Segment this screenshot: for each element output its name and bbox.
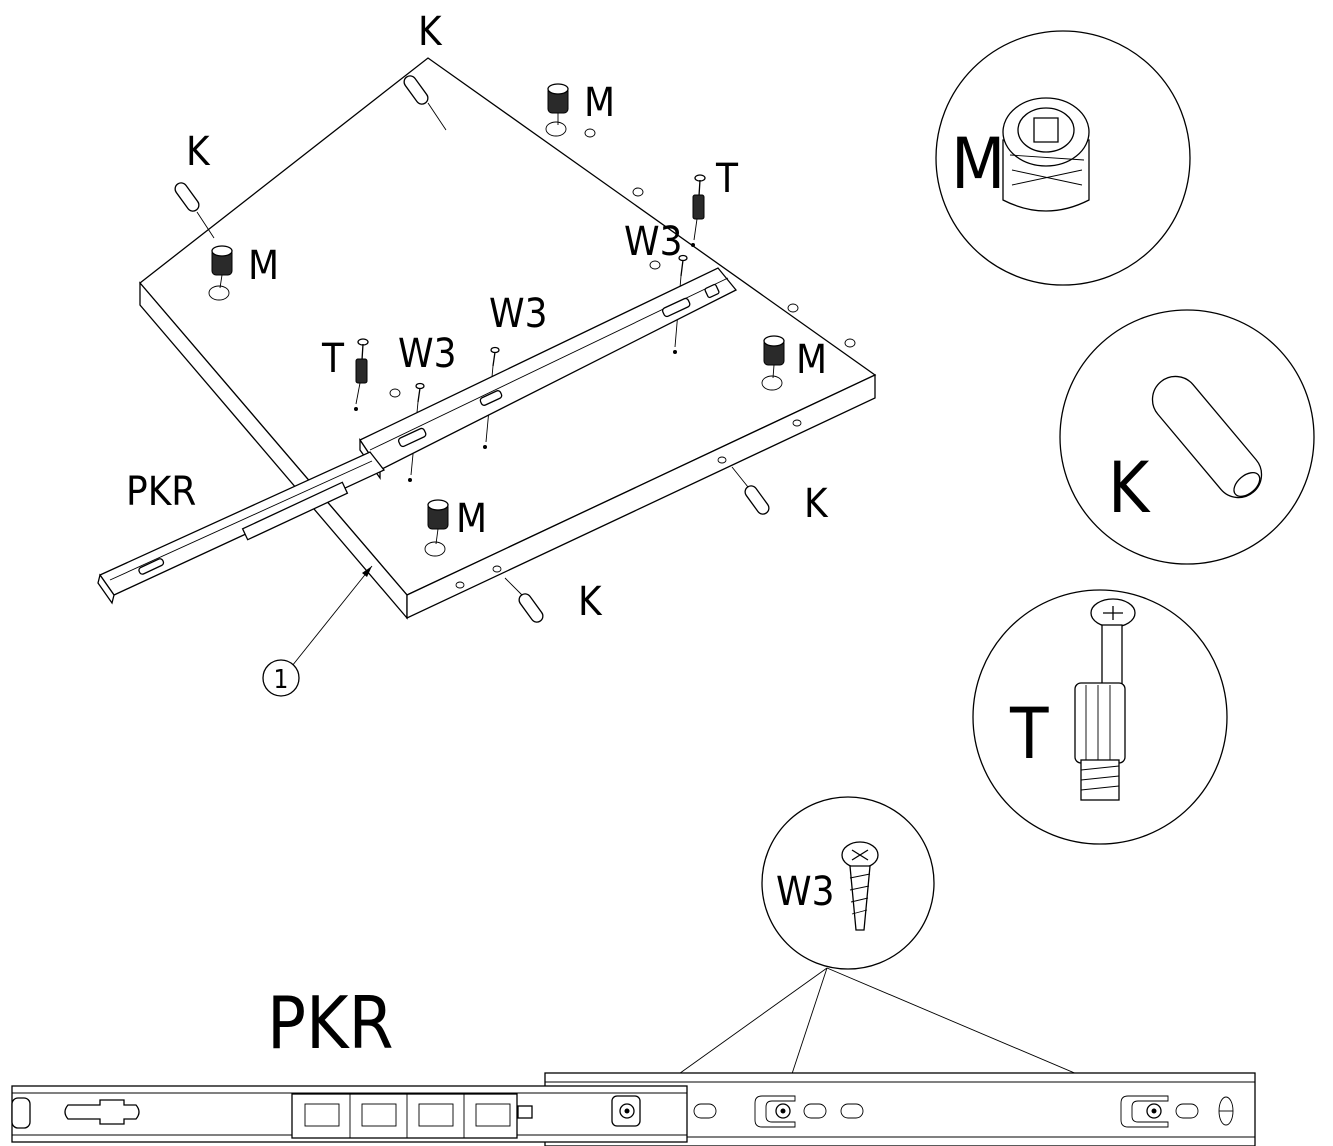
label-w3-left: W3 (398, 331, 456, 377)
drawer-runner-iso (97, 267, 738, 605)
label-t-left: T (321, 336, 345, 382)
cam-lock-m-bottom (427, 499, 449, 545)
cam-bolt-detail (1074, 598, 1136, 801)
dowel-detail (1151, 375, 1263, 499)
dowel-k-right (731, 466, 770, 515)
rail-title: PKR (267, 981, 394, 1065)
label-k-top: K (418, 9, 443, 55)
detail-k-label: K (1108, 447, 1151, 529)
dowel-k-top (403, 75, 447, 131)
cam-bolt-t-right (692, 174, 706, 241)
detail-t-label: T (1009, 693, 1049, 775)
label-t-right: T (715, 156, 739, 202)
label-m-right: M (796, 337, 827, 383)
label-k-right: K (804, 481, 829, 527)
label-m-top: M (584, 80, 615, 126)
label-m-bottom: M (456, 496, 487, 542)
detail-t: T (972, 589, 1228, 845)
dowel-k-bottom (504, 577, 544, 623)
detail-m-label: M (951, 123, 1005, 205)
dowel-k-left (174, 182, 215, 239)
drawer-rail-side-view (11, 1072, 1256, 1146)
label-pkr-small: PKR (126, 469, 196, 515)
panel (139, 57, 877, 620)
part-number-callout: 1 (262, 565, 373, 697)
detail-w3: W3 (633, 796, 1151, 1107)
detail-k: K (1059, 309, 1315, 565)
screw-detail (841, 841, 879, 931)
cam-lock-m-top (547, 83, 569, 125)
cam-lock-detail (1002, 97, 1090, 212)
label-m-left: M (248, 243, 279, 289)
label-w3-right: W3 (624, 219, 682, 265)
label-k-left: K (186, 129, 211, 175)
label-k-bottom: K (578, 579, 603, 625)
detail-w3-label: W3 (776, 869, 834, 915)
cam-lock-m-right (763, 335, 785, 379)
detail-m: M (935, 30, 1191, 286)
cam-lock-m-left (211, 245, 233, 289)
label-w3-mid: W3 (489, 291, 547, 337)
part-number-label: 1 (274, 665, 289, 695)
cam-bolt-t-left (355, 338, 369, 405)
